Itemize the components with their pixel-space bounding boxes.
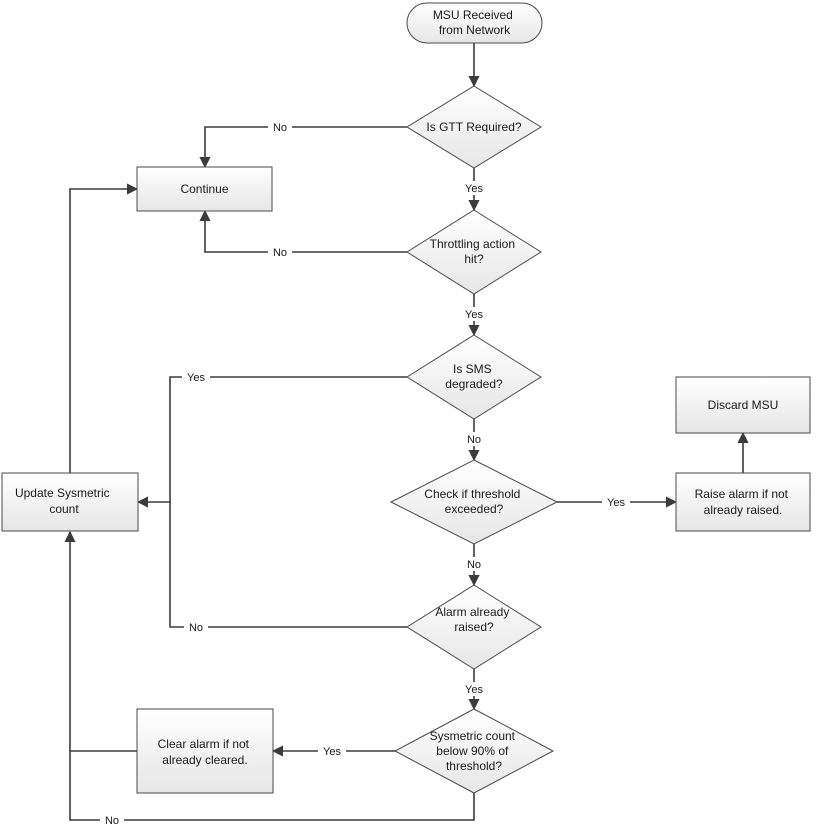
svg-text:Throttling action hit?: Throttling action hit? — [430, 237, 519, 266]
edge-throttle-no-continue — [199, 209, 407, 253]
svg-text:MSU Received from Netw: MSU Received from Network — [433, 8, 516, 37]
svg-text:Clear alarm if not alr: Clear alarm if not already cleared. — [158, 737, 253, 767]
below-line-1: Sysmetric count — [430, 729, 516, 743]
update-line-1: Update Sysmetric — [15, 486, 110, 500]
connectors — [64, 42, 749, 821]
edge-below-no-update — [69, 751, 475, 821]
sms-line-2: degraded? — [445, 377, 503, 391]
svg-text:Is SMS degraded?: Is SMS degraded? — [445, 362, 503, 391]
threshold-decision: Check if threshold exceeded? — [389, 459, 559, 545]
edge-labels: No Yes No Yes Yes No Yes No No Yes Yes N… — [100, 120, 630, 827]
sms-decision: Is SMS degraded? — [406, 334, 542, 420]
continue-line-1: Continue — [180, 182, 228, 196]
label-threshold-yes: Yes — [607, 497, 625, 509]
edge-update-continue — [69, 183, 139, 473]
throttle-line-2: hit? — [464, 252, 484, 266]
svg-text:Alarm already raised?: Alarm already raised? — [435, 605, 512, 634]
start-node: MSU Received from Network — [406, 2, 543, 44]
raised-line-2: raised? — [454, 620, 494, 634]
label-throttle-no: No — [273, 247, 287, 259]
label-raised-no: No — [189, 622, 203, 634]
clear-line-2: already cleared. — [162, 753, 247, 767]
continue-node: Continue — [136, 166, 273, 212]
raised-decision: Alarm already raised? — [406, 584, 542, 670]
svg-text:Check if threshold exc: Check if threshold exceeded? — [424, 487, 523, 516]
label-threshold-no: No — [467, 559, 481, 571]
label-throttle-yes: Yes — [465, 309, 483, 321]
threshold-line-2: exceeded? — [445, 502, 504, 516]
raise-node: Raise alarm if not already raised. — [675, 472, 811, 532]
update-line-2: count — [49, 502, 79, 516]
clear-node: Clear alarm if not already cleared. — [136, 708, 274, 794]
label-below-no: No — [105, 815, 119, 827]
edge-clear-update — [64, 530, 137, 752]
label-gtt-yes: Yes — [465, 183, 483, 195]
discard-line-1: Discard MSU — [708, 398, 779, 412]
gtt-decision: Is GTT Required? — [406, 85, 542, 169]
discard-node: Discard MSU — [675, 376, 811, 434]
raise-line-1: Raise alarm if not — [695, 487, 789, 501]
start-line-1: MSU Received — [433, 8, 513, 22]
raise-line-2: already raised. — [704, 503, 783, 517]
edge-sms-yes-update — [136, 376, 407, 508]
throttle-line-1: Throttling action — [430, 237, 515, 251]
below-decision: Sysmetric count below 90% of threshold? — [393, 708, 555, 794]
svg-text:Is GTT Required?: Is GTT Required? — [426, 120, 521, 134]
throttle-decision: Throttling action hit? — [406, 209, 542, 295]
sms-line-1: Is SMS — [453, 362, 492, 376]
svg-text:Sysmetric count below: Sysmetric count below 90% of threshold? — [430, 729, 519, 773]
update-node: Update Sysmetric count — [1, 472, 139, 532]
edge-gtt-no-continue — [199, 126, 407, 169]
below-line-3: threshold? — [446, 759, 502, 773]
svg-text:Update Sysmetric coun: Update Sysmetric count — [15, 486, 113, 516]
below-line-2: below 90% of — [436, 744, 509, 758]
start-line-2: from Network — [439, 23, 511, 37]
svg-text:Discard MSU: Discard MSU — [708, 398, 779, 412]
clear-line-1: Clear alarm if not — [158, 737, 250, 751]
nodes: MSU Received from Network Is GTT Require… — [1, 2, 811, 794]
svg-text:Continue: Continue — [180, 182, 228, 196]
label-sms-yes: Yes — [187, 372, 205, 384]
gtt-line-1: Is GTT Required? — [426, 120, 521, 134]
raised-line-1: Alarm already — [435, 605, 509, 619]
label-gtt-no: No — [273, 122, 287, 134]
label-raised-yes: Yes — [465, 684, 483, 696]
threshold-line-1: Check if threshold — [424, 487, 520, 501]
svg-text:Raise alarm if not alr: Raise alarm if not already raised. — [695, 487, 792, 517]
label-below-yes: Yes — [323, 746, 341, 758]
edge-raised-no-update — [169, 502, 407, 628]
label-sms-no: No — [467, 434, 481, 446]
